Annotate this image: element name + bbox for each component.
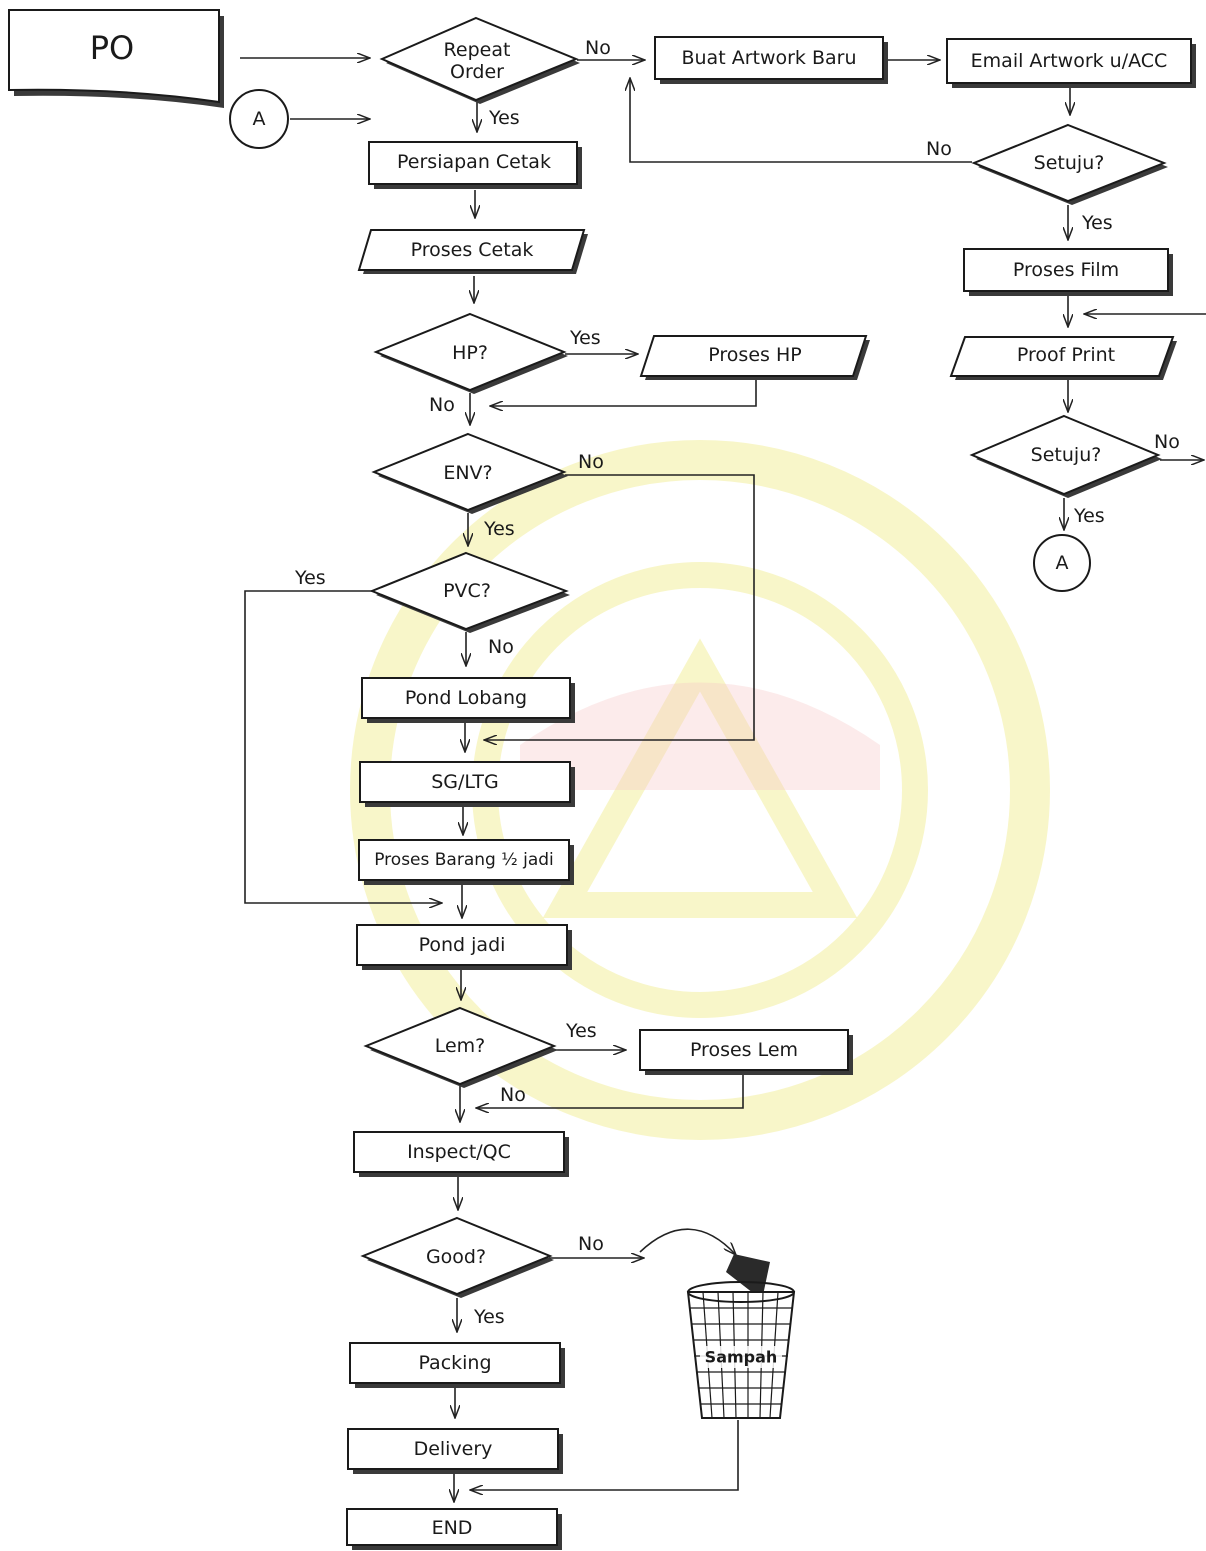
proses-hp-node: Proses HP <box>639 335 870 380</box>
pond-jadi-label: Pond jadi <box>419 934 506 956</box>
email-artwork-node: Email Artwork u/ACC <box>946 38 1196 88</box>
end-label: END <box>432 1517 473 1539</box>
proses-film-node: Proses Film <box>963 248 1173 296</box>
proses-barang-label: Proses Barang ½ jadi <box>374 850 554 870</box>
pvc-yes-label: Yes <box>294 567 326 589</box>
lem-decision: Lem? <box>363 1006 558 1088</box>
setuju-1-decision: Setuju? <box>971 123 1168 205</box>
good-no-label: No <box>578 1233 604 1255</box>
packing-label: Packing <box>418 1352 491 1374</box>
setuju1-yes-label: Yes <box>1081 212 1113 234</box>
proof-print-node: Proof Print <box>949 336 1177 380</box>
po-document-node: PO <box>8 9 224 108</box>
lem-yes-label: Yes <box>565 1020 597 1042</box>
sg-ltg-node: SG/LTG <box>359 761 575 807</box>
repeat-order-label-line2: Order <box>450 61 504 83</box>
proses-film-label: Proses Film <box>1013 259 1119 281</box>
hp-yes-label: Yes <box>569 327 601 349</box>
setuju-2-label: Setuju? <box>1031 444 1102 466</box>
inspect-qc-node: Inspect/QC <box>353 1131 569 1177</box>
sampah-trash-bin: Sampah <box>686 1254 796 1419</box>
setuju-1-label: Setuju? <box>1034 152 1105 174</box>
env-label: ENV? <box>443 462 492 484</box>
packing-node: Packing <box>349 1342 565 1388</box>
pond-jadi-node: Pond jadi <box>356 924 572 970</box>
env-no-label: No <box>578 451 604 473</box>
hp-no-label: No <box>429 394 455 416</box>
delivery-label: Delivery <box>414 1438 493 1460</box>
connector-a-right: A <box>1033 534 1091 592</box>
edge-labels: No Yes No Yes No Yes Yes No No Yes Yes N… <box>294 37 1180 1328</box>
email-artwork-label: Email Artwork u/ACC <box>971 50 1168 72</box>
proses-hp-label: Proses HP <box>708 344 801 366</box>
buat-artwork-baru-node: Buat Artwork Baru <box>654 36 888 84</box>
persiapan-cetak-node: Persiapan Cetak <box>368 141 582 189</box>
proof-print-label: Proof Print <box>1017 344 1115 366</box>
proses-cetak-node: Proses Cetak <box>357 229 588 274</box>
pvc-decision: PVC? <box>369 551 570 633</box>
hp-decision: HP? <box>373 312 568 394</box>
connector-a-left-label: A <box>253 108 266 130</box>
hp-label: HP? <box>452 342 488 364</box>
lem-label: Lem? <box>435 1035 486 1057</box>
connector-a-left: A <box>229 89 289 149</box>
watermark-seal <box>350 440 1050 1140</box>
repeat-no-label: No <box>585 37 611 59</box>
setuju2-no-label: No <box>1154 431 1180 453</box>
env-yes-label: Yes <box>483 518 515 540</box>
end-node: END <box>346 1508 562 1550</box>
proses-cetak-label: Proses Cetak <box>411 239 534 261</box>
env-decision: ENV? <box>371 432 568 514</box>
good-decision: Good? <box>360 1216 554 1298</box>
setuju1-no-label: No <box>926 138 952 160</box>
lem-no-label: No <box>500 1084 526 1106</box>
buat-artwork-baru-label: Buat Artwork Baru <box>681 47 856 69</box>
proses-lem-node: Proses Lem <box>639 1029 853 1075</box>
setuju-2-decision: Setuju? <box>969 414 1162 498</box>
proses-barang-node: Proses Barang ½ jadi <box>358 839 574 885</box>
proses-lem-label: Proses Lem <box>690 1039 798 1061</box>
repeat-order-label-line1: Repeat <box>444 39 511 61</box>
good-label: Good? <box>426 1246 486 1268</box>
inspect-qc-label: Inspect/QC <box>407 1141 511 1163</box>
setuju2-yes-label: Yes <box>1073 505 1105 527</box>
pvc-no-label: No <box>488 636 514 658</box>
po-label: PO <box>90 29 134 67</box>
repeat-order-decision: Repeat Order <box>379 16 580 104</box>
good-yes-label: Yes <box>473 1306 505 1328</box>
pvc-label: PVC? <box>443 580 491 602</box>
persiapan-cetak-label: Persiapan Cetak <box>397 151 551 173</box>
repeat-yes-label: Yes <box>488 107 520 129</box>
edges <box>240 58 1206 1502</box>
pond-lobang-label: Pond Lobang <box>405 687 527 709</box>
pond-lobang-node: Pond Lobang <box>361 677 575 723</box>
sg-ltg-label: SG/LTG <box>431 771 498 793</box>
sampah-label: Sampah <box>705 1348 778 1367</box>
connector-a-right-label: A <box>1056 552 1069 574</box>
delivery-node: Delivery <box>347 1428 563 1474</box>
